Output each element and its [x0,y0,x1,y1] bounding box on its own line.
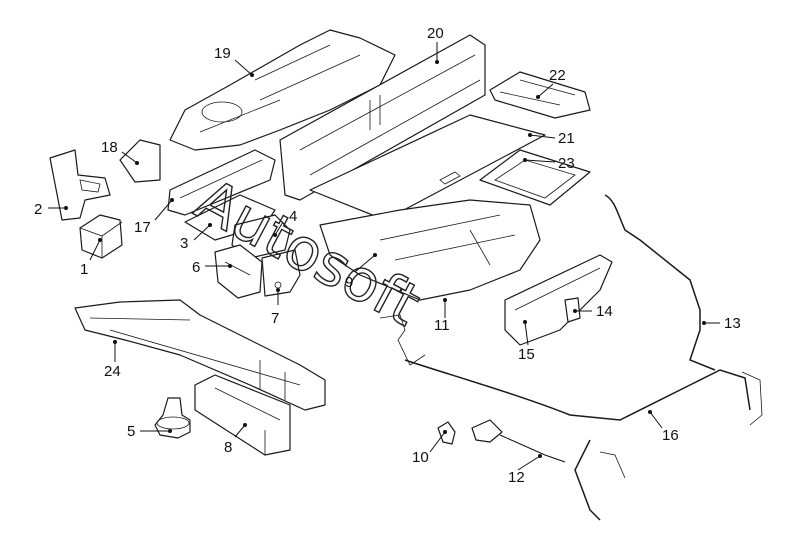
callout-1: 1 [80,261,88,278]
callout-19: 19 [214,45,231,62]
callout-4: 4 [289,208,297,225]
part-12-linkage [471,419,566,463]
callout-10: 10 [412,449,429,466]
part-1-box [79,214,123,259]
callout-18: 18 [101,139,118,156]
callout-9: 9 [345,274,353,291]
callout-2: 2 [34,201,42,218]
part-8-rail-piece [194,374,291,456]
part-17-rail [167,149,276,216]
part-9-11-main-floor [319,199,541,301]
part-5-rubber-mount [154,397,191,439]
part-18-bracket [119,139,161,183]
leader-lines [48,42,720,471]
part-6-block [214,244,263,299]
part-13-16-tube-frame [379,194,763,521]
callout-12: 12 [508,469,525,486]
callout-3: 3 [180,235,188,252]
part-23-tray [479,149,591,206]
callout-7: 7 [271,310,279,327]
part-15-rail-assembly [504,254,613,346]
callout-5: 5 [127,423,135,440]
callout-24: 24 [104,363,121,380]
part-4-bracket [231,214,291,259]
callout-23: 23 [558,155,575,172]
callout-16: 16 [662,427,679,444]
part-24-frame-rail [74,299,326,411]
part-7-block [261,249,301,297]
callout-11: 11 [434,317,450,334]
callout-20: 20 [427,25,444,42]
callout-14: 14 [596,303,613,320]
callout-21: 21 [558,130,575,147]
callout-15: 15 [518,346,535,363]
part-21-flat-panel [309,114,546,221]
callout-8: 8 [224,439,232,456]
part-20-rear-panel [279,34,486,201]
callout-13: 13 [724,315,741,332]
callout-17: 17 [134,219,151,236]
part-19-floor-pan [169,29,396,151]
part-14-clip [564,297,581,323]
callout-6: 6 [192,259,200,276]
callout-22: 22 [549,67,566,84]
callout-labels: 1 2 3 4 5 6 7 8 9 10 11 12 13 14 15 16 1… [34,25,741,486]
part-2-corner-bracket [49,149,111,221]
